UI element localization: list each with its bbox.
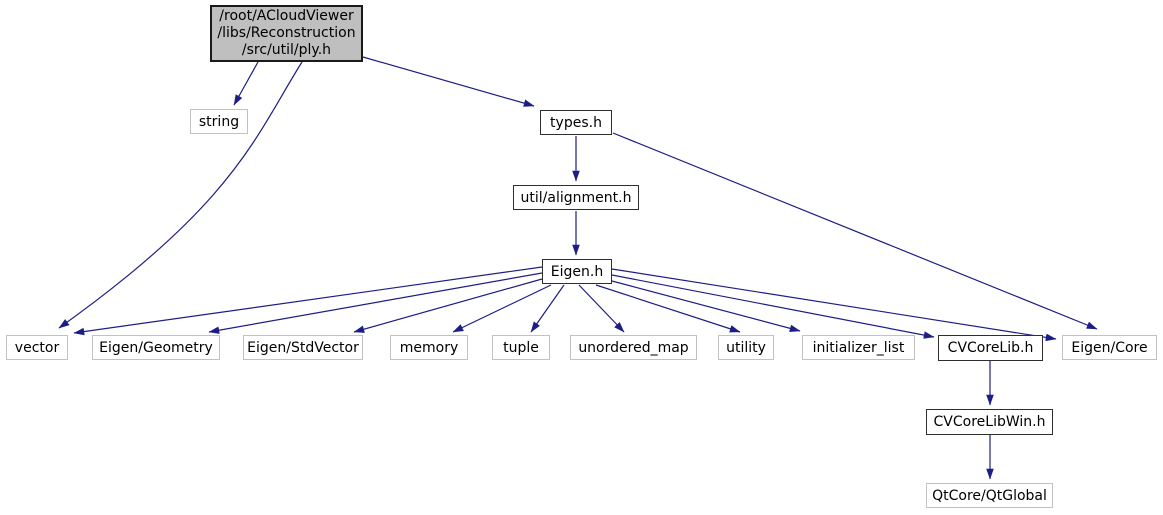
edge-eigen-to-initializer-list bbox=[611, 280, 801, 333]
node-eigen-geometry: Eigen/Geometry bbox=[92, 335, 220, 360]
edge-ply-to-string bbox=[233, 61, 259, 106]
edge-eigen-to-memory bbox=[452, 284, 552, 333]
node-eigen-h[interactable]: Eigen.h bbox=[542, 259, 612, 284]
node-ply-h: /root/ACloudViewer /libs/Reconstruction … bbox=[210, 5, 363, 62]
edge-eigen-to-utility bbox=[595, 284, 741, 333]
edge-eigen-to-unordered-map bbox=[578, 284, 625, 333]
edge-eigen-to-geometry bbox=[208, 272, 543, 334]
node-unordered-map: unordered_map bbox=[570, 335, 697, 360]
edge-eigen-to-vector bbox=[73, 266, 543, 336]
edge-ply-to-types bbox=[362, 56, 535, 107]
edge-eigen-to-stdvector bbox=[353, 278, 543, 333]
node-util-alignment-h[interactable]: util/alignment.h bbox=[513, 185, 639, 210]
edge-types-to-eigencore bbox=[612, 132, 1098, 330]
node-types-h[interactable]: types.h bbox=[540, 110, 612, 135]
node-initializer-list: initializer_list bbox=[802, 335, 915, 360]
node-memory: memory bbox=[390, 335, 468, 360]
node-vector: vector bbox=[6, 335, 68, 360]
edge-eigen-to-cvcorelib bbox=[611, 274, 935, 339]
node-utility: utility bbox=[718, 335, 774, 360]
node-cvcorelib-h[interactable]: CVCoreLib.h bbox=[938, 335, 1043, 361]
edge-eigen-to-tuple bbox=[530, 284, 565, 333]
node-tuple: tuple bbox=[492, 335, 550, 360]
node-string: string bbox=[190, 109, 248, 134]
edge-ply-to-vector bbox=[58, 61, 303, 329]
node-qtcore-qtglobal: QtCore/QtGlobal bbox=[926, 483, 1053, 508]
node-eigen-core: Eigen/Core bbox=[1062, 335, 1157, 360]
node-cvcorelibwin-h[interactable]: CVCoreLibWin.h bbox=[926, 409, 1053, 435]
edge-eigen-to-eigencore bbox=[611, 268, 1057, 342]
node-eigen-stdvector: Eigen/StdVector bbox=[243, 335, 363, 360]
